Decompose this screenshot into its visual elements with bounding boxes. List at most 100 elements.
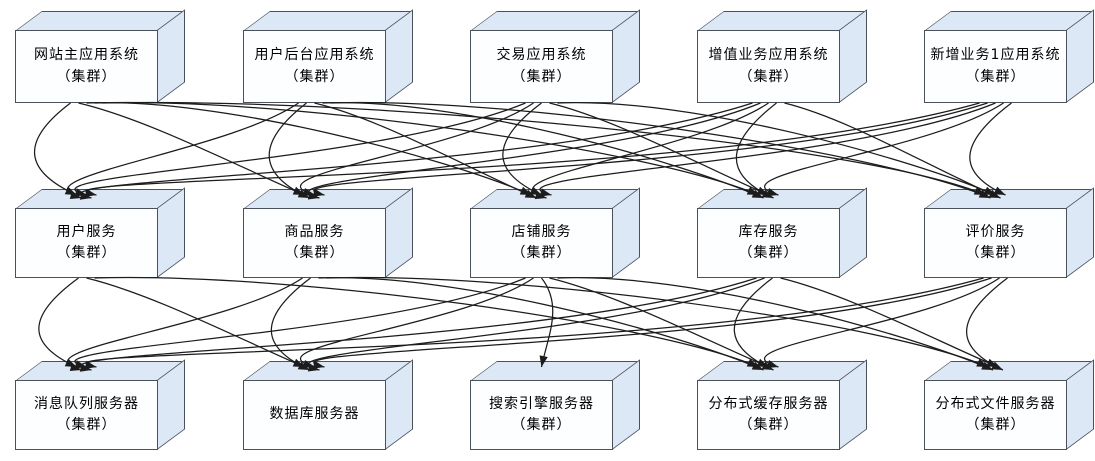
edge-t5-m2 xyxy=(312,102,988,197)
node-label: 数据库服务器 xyxy=(269,406,360,423)
node-b3: 搜索引擎服务器 （集群） xyxy=(470,359,640,450)
box-front-face: 网站主应用系统 （集群） xyxy=(15,30,158,103)
node-m2: 商品服务 （集群） xyxy=(243,187,413,278)
node-label: 交易应用系统 xyxy=(496,47,587,63)
node-sublabel: （集群） xyxy=(56,417,117,433)
node-sublabel: （集群） xyxy=(56,245,117,261)
node-b1: 消息队列服务器 （集群） xyxy=(15,359,185,450)
node-sublabel: （集群） xyxy=(511,417,572,433)
node-label: 消息队列服务器 xyxy=(34,395,139,412)
node-label: 增值业务应用系统 xyxy=(708,47,829,63)
edge-t1-m1 xyxy=(33,102,77,196)
edge-m3-b5 xyxy=(557,276,994,371)
box-front-face: 分布式缓存服务器 （集群） xyxy=(697,380,840,450)
node-m5: 评价服务 （集群） xyxy=(924,187,1094,278)
node-sublabel: （集群） xyxy=(965,417,1026,433)
edge-t2-m5 xyxy=(330,101,991,199)
edge-m4-b2 xyxy=(307,277,765,372)
edge-m4-b4 xyxy=(733,277,774,371)
edge-t1-m3 xyxy=(86,101,532,196)
edge-m2-b5 xyxy=(326,276,989,368)
edge-t3-m5 xyxy=(557,101,996,196)
node-label: 分布式文件服务器 xyxy=(935,395,1056,412)
edge-m2-b4 xyxy=(318,276,764,371)
node-m3: 店铺服务 （集群） xyxy=(470,187,640,278)
edge-t3-m4 xyxy=(549,102,769,196)
box-front-face: 交易应用系统 （集群） xyxy=(470,30,613,103)
edge-t3-m2 xyxy=(299,102,534,197)
node-label: 新增业务1应用系统 xyxy=(930,47,1061,63)
edge-m2-b1 xyxy=(67,277,303,372)
node-sublabel: （集群） xyxy=(738,245,799,261)
edge-t5-m4 xyxy=(764,102,1004,197)
edge-m5-b1 xyxy=(84,277,984,370)
edge-t5-m1 xyxy=(84,102,980,198)
edge-m3-b4 xyxy=(549,277,769,368)
edge-t3-m3 xyxy=(502,102,542,196)
box-front-face: 数据库服务器 xyxy=(243,380,386,450)
edge-m3-b2 xyxy=(299,277,534,369)
node-t5: 新增业务1应用系统 （集群） xyxy=(924,9,1094,104)
edge-t4-m3 xyxy=(532,102,769,200)
box-front-face: 消息队列服务器 （集群） xyxy=(15,380,158,450)
edge-t1-m5 xyxy=(102,101,986,196)
box-front-face: 店铺服务 （集群） xyxy=(470,208,613,278)
edge-m4-b5 xyxy=(780,277,999,368)
edge-t4-m5 xyxy=(784,102,1001,199)
box-front-face: 新增业务1应用系统 （集群） xyxy=(924,30,1067,103)
node-label: 商品服务 xyxy=(284,223,345,240)
edge-t5-m5 xyxy=(969,102,1012,196)
node-sublabel: （集群） xyxy=(738,68,799,85)
edge-t1-m2 xyxy=(78,102,305,196)
edge-m1-b2 xyxy=(86,277,305,368)
node-sublabel: （集群） xyxy=(511,68,572,85)
node-sublabel: （集群） xyxy=(965,245,1026,261)
node-t2: 用户后台应用系统 （集群） xyxy=(243,9,413,104)
node-sublabel: （集群） xyxy=(965,68,1026,85)
edge-m5-b2 xyxy=(312,277,992,369)
node-sublabel: （集群） xyxy=(284,245,345,261)
edge-m1-b4 xyxy=(94,276,759,368)
node-b5: 分布式文件服务器 （集群） xyxy=(924,359,1094,450)
node-t1: 网站主应用系统 （集群） xyxy=(15,9,185,104)
node-sublabel: （集群） xyxy=(56,68,117,85)
edge-m3-b1 xyxy=(74,277,526,369)
box-front-face: 搜索引擎服务器 （集群） xyxy=(470,380,613,450)
node-label: 库存服务 xyxy=(738,223,799,240)
node-sublabel: （集群） xyxy=(738,417,799,433)
edge-t5-m3 xyxy=(539,102,996,197)
edge-m2-b2 xyxy=(270,277,311,371)
node-t3: 交易应用系统 （集群） xyxy=(470,9,640,104)
box-front-face: 用户服务 （集群） xyxy=(15,208,158,278)
node-label: 分布式缓存服务器 xyxy=(708,395,829,412)
box-front-face: 库存服务 （集群） xyxy=(697,208,840,278)
node-b2: 数据库服务器 xyxy=(243,359,413,450)
node-sublabel: （集群） xyxy=(511,245,572,261)
edge-t4-m4 xyxy=(735,102,777,199)
node-label: 用户后台应用系统 xyxy=(254,47,375,63)
edge-t2-m4 xyxy=(322,101,764,199)
node-label: 网站主应用系统 xyxy=(34,47,139,63)
edge-t2-m3 xyxy=(314,102,537,199)
box-front-face: 用户后台应用系统 （集群） xyxy=(243,30,386,103)
edge-m1-b1 xyxy=(38,277,79,368)
edge-m4-b1 xyxy=(79,277,757,372)
edge-t2-m2 xyxy=(268,102,310,199)
edge-m5-b5 xyxy=(966,277,1008,371)
box-front-face: 分布式文件服务器 （集群） xyxy=(924,380,1067,450)
node-sublabel: （集群） xyxy=(284,68,345,85)
edge-t3-m1 xyxy=(74,102,526,197)
node-label: 评价服务 xyxy=(965,223,1026,240)
edge-t4-m1 xyxy=(79,102,753,200)
edge-m5-b4 xyxy=(764,277,1000,369)
edge-t2-m1 xyxy=(66,102,299,200)
edge-t4-m2 xyxy=(307,102,761,200)
box-front-face: 商品服务 （集群） xyxy=(243,208,386,278)
node-m1: 用户服务 （集群） xyxy=(15,187,185,278)
node-label: 店铺服务 xyxy=(511,223,572,240)
edge-t1-m4 xyxy=(94,101,759,196)
node-b4: 分布式缓存服务器 （集群） xyxy=(697,359,867,450)
node-label: 搜索引擎服务器 xyxy=(489,395,594,412)
node-label: 用户服务 xyxy=(56,223,117,240)
